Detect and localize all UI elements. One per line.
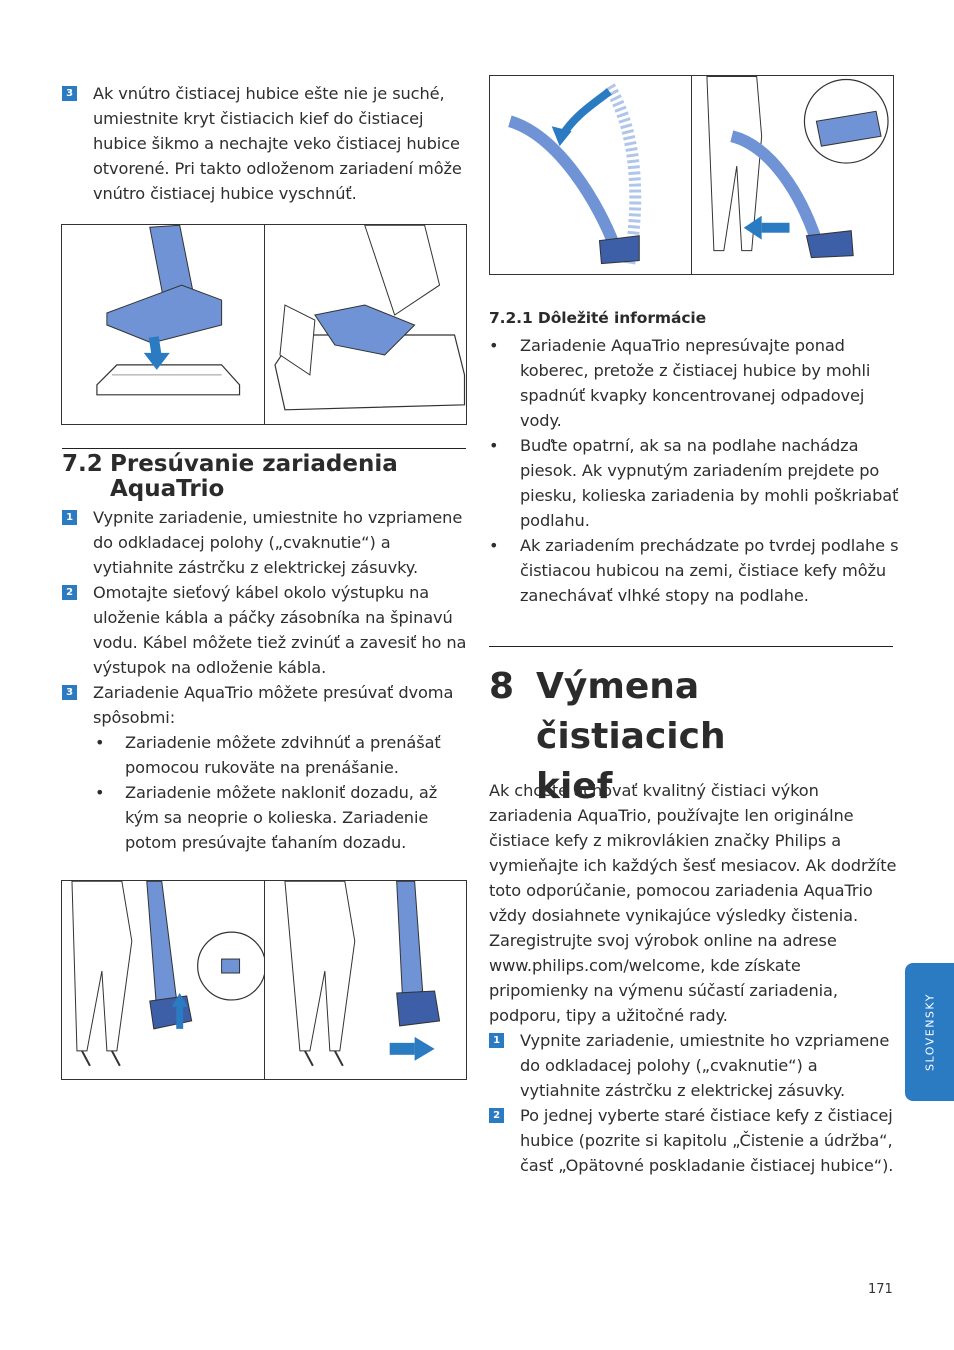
- step-3-drying: 3 Ak vnútro čistiacej hubice ešte nie je…: [62, 81, 468, 206]
- step-1: 1 Vypnite zariadenie, umiestnite ho vzpr…: [62, 505, 468, 580]
- right-important-info: 7.2.1 Dôležité informácie Zariadenie Aqu…: [489, 306, 899, 608]
- list-item: Zariadenie môžete zdvihnúť a prenášať po…: [62, 730, 468, 780]
- step-text: Po jednej vyberte staré čistiace kefy z …: [520, 1106, 894, 1175]
- list-item: Buďte opatrní, ak sa na podlahe nachádza…: [489, 433, 899, 533]
- list-item: Zariadenie AquaTrio nepresúvajte ponad k…: [489, 333, 899, 433]
- illustration-tilt-pull: [263, 881, 467, 1079]
- step-1: 1 Vypnite zariadenie, umiestnite ho vzpr…: [489, 1028, 897, 1103]
- right-chapter-body: Ak chcete uchovať kvalitný čistiaci výko…: [489, 778, 897, 1178]
- step-number-badge: 2: [489, 1108, 504, 1123]
- left-steps: 1 Vypnite zariadenie, umiestnite ho vzpr…: [62, 505, 468, 855]
- step-text: Omotajte sieťový kábel okolo výstupku na…: [93, 583, 467, 677]
- language-label: SLOVENSKY: [923, 993, 936, 1071]
- chapter-number: 8: [489, 666, 515, 707]
- step-number-badge: 3: [62, 86, 77, 101]
- step-text: Vypnite zariadenie, umiestnite ho vzpria…: [93, 508, 463, 577]
- step-3: 3 Zariadenie AquaTrio môžete presúvať dv…: [62, 680, 468, 730]
- subsection-title: 7.2.1 Dôležité informácie: [489, 309, 707, 327]
- step-number-badge: 2: [62, 585, 77, 600]
- list-item: Ak zariadením prechádzate po tvrdej podl…: [489, 533, 899, 608]
- step-text: Zariadenie AquaTrio môžete presúvať dvom…: [93, 683, 454, 727]
- chapter-paragraph: Ak chcete uchovať kvalitný čistiaci výko…: [489, 781, 897, 1025]
- figure-nozzle-storage: [61, 224, 467, 425]
- figure-moving-device: [61, 880, 467, 1080]
- step-2: 2 Omotajte sieťový kábel okolo výstupku …: [62, 580, 468, 680]
- chapter-title-line2: kief: [536, 766, 613, 807]
- illustration-tilt-back: [490, 76, 691, 274]
- section-heading: 7.2 Presúvanie zariadenia AquaTrio: [62, 452, 466, 502]
- step-text: Vypnite zariadenie, umiestnite ho vzpria…: [520, 1031, 890, 1100]
- step-number-badge: 3: [62, 685, 77, 700]
- language-side-tab: SLOVENSKY: [905, 963, 954, 1101]
- step-number-badge: 1: [62, 510, 77, 525]
- illustration-pull-back: [691, 76, 893, 274]
- step-2: 2 Po jednej vyberte staré čistiace kefy …: [489, 1103, 897, 1178]
- figure-tilt-device: [489, 75, 894, 275]
- list-item: Zariadenie môžete nakloniť dozadu, až ký…: [62, 780, 468, 855]
- chapter-rule: [489, 646, 893, 647]
- page-number: 171: [868, 1282, 893, 1297]
- chapter-title-line1: Výmena čistiacich: [536, 666, 726, 757]
- chapter-heading: 8 Výmena čistiacich kief: [489, 662, 899, 812]
- illustration-nozzle-open-lid: [263, 225, 467, 424]
- section-title: Presúvanie zariadenia AquaTrio: [110, 451, 398, 502]
- illustration-carry-handle: [62, 881, 264, 1079]
- left-intro: 3 Ak vnútro čistiacej hubice ešte nie je…: [62, 81, 468, 206]
- illustration-nozzle-into-tray: [62, 225, 264, 424]
- section-number: 7.2: [62, 451, 103, 477]
- step-number-badge: 1: [489, 1033, 504, 1048]
- step-text: Ak vnútro čistiacej hubice ešte nie je s…: [93, 84, 462, 203]
- section-rule: [62, 448, 466, 449]
